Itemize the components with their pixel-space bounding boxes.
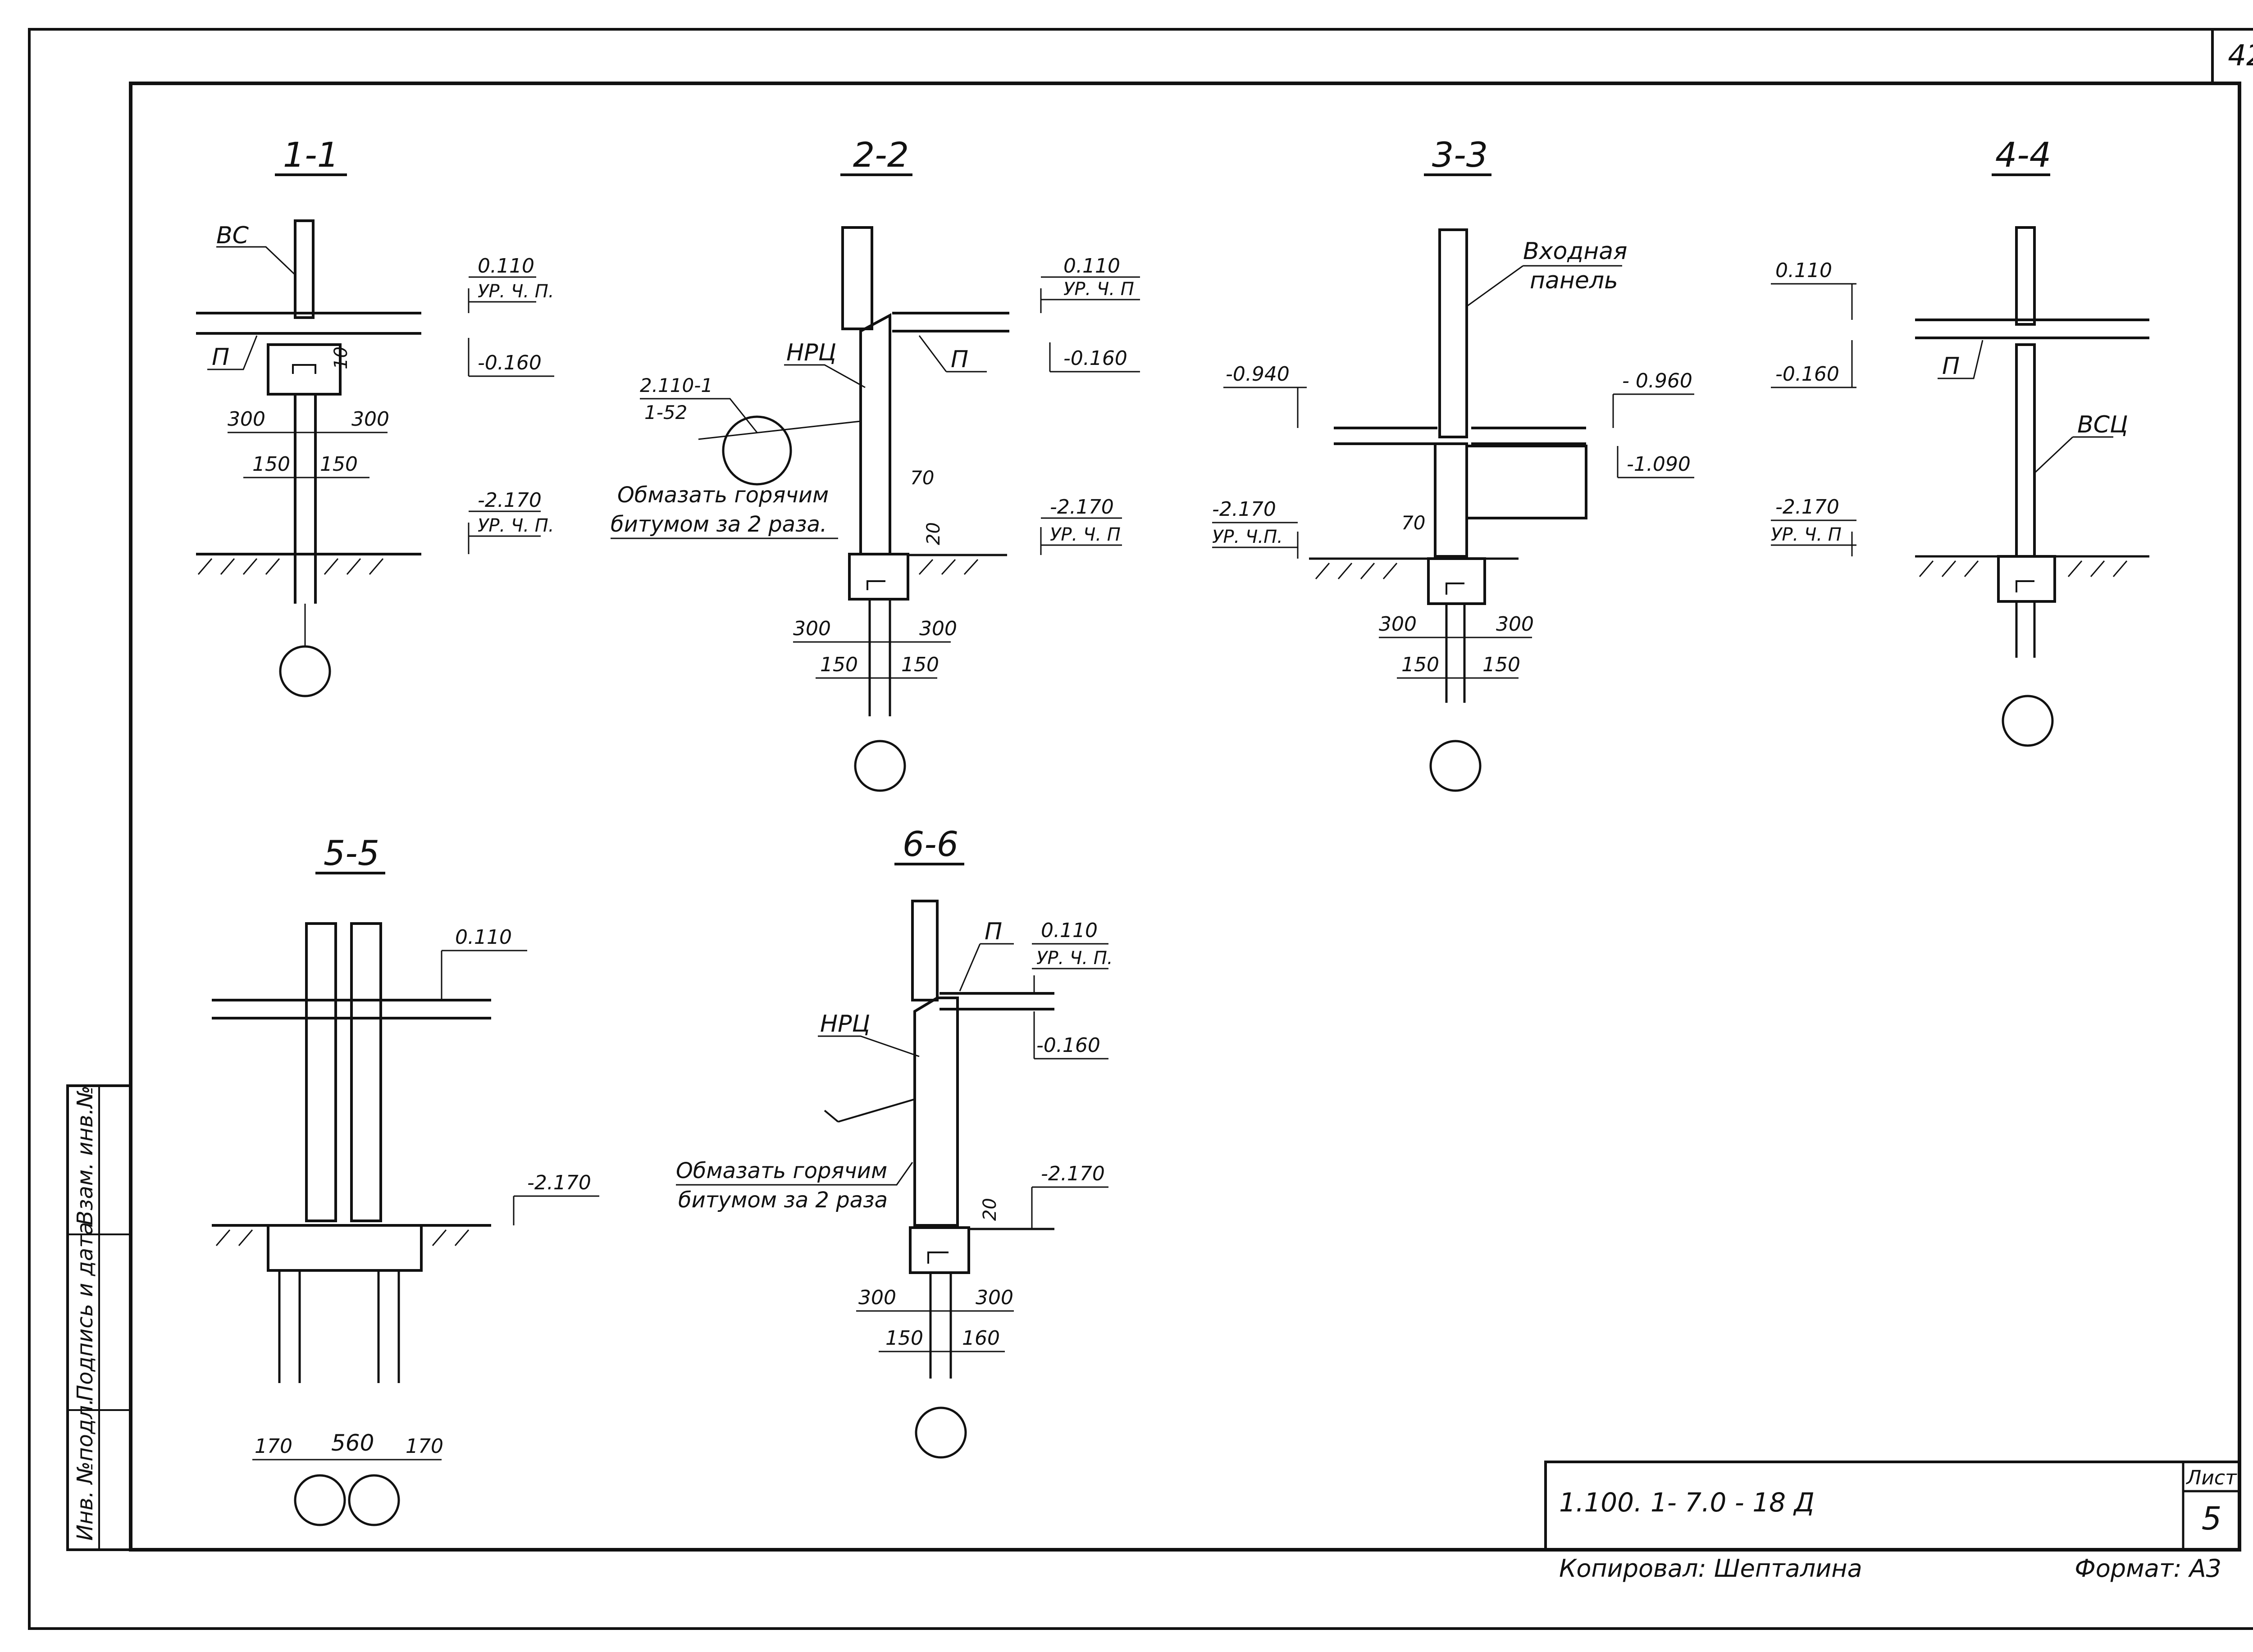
node-ref-top: 2.110-1 bbox=[640, 374, 713, 396]
outer-frame bbox=[28, 28, 2253, 1630]
dim-left-outer: 300 bbox=[793, 617, 831, 640]
label-element: ВС bbox=[216, 222, 249, 249]
label-slab: П bbox=[212, 344, 229, 371]
section-title: 6-6 bbox=[903, 824, 958, 864]
pile-marker bbox=[294, 1474, 346, 1526]
section-title: 4-4 bbox=[1995, 135, 2051, 175]
stamp-signature-date: Подпись и дата bbox=[73, 1222, 98, 1401]
note-line1: Обмазать горячим bbox=[676, 1158, 887, 1183]
dim-right-outer: 300 bbox=[976, 1286, 1013, 1309]
label-slab: П bbox=[985, 918, 1002, 945]
note-line2: битумом за 2 раза. bbox=[611, 512, 827, 537]
dim-left-inner: 150 bbox=[252, 453, 290, 476]
section-title: 3-3 bbox=[1432, 135, 1488, 175]
dim-right-inner: 150 bbox=[320, 453, 358, 476]
level-value: - 0.960 bbox=[1622, 369, 1692, 392]
level-note: УР. Ч. П. bbox=[478, 515, 554, 536]
level-value: 0.110 bbox=[455, 926, 512, 949]
title-block: 1.100. 1- 7.0 - 18 Д Лист 5 Копировал: Ш… bbox=[1544, 1461, 2241, 1583]
level-value: 0.110 bbox=[1063, 255, 1120, 278]
level-value: -1.090 bbox=[1627, 453, 1691, 476]
section-4-4: 4-4 П ВСЦ 0.110 -0.160 -2.170 УР. Ч. П bbox=[1771, 135, 2149, 747]
dim-left-inner: 150 bbox=[1401, 653, 1439, 676]
dim-left: 170 bbox=[255, 1435, 292, 1458]
stamp-replaced-inv: Взам. инв.№ bbox=[73, 1085, 98, 1225]
dim-right-inner: 150 bbox=[1482, 653, 1520, 676]
level-value: -2.170 bbox=[527, 1171, 591, 1194]
label-element: НРЦ bbox=[786, 339, 836, 366]
dim-left-outer: 300 bbox=[1379, 613, 1417, 636]
label-element-line2: панель bbox=[1530, 267, 1618, 294]
note-line2: битумом за 2 раза bbox=[678, 1188, 888, 1213]
label-slab: П bbox=[1942, 353, 1960, 380]
level-value: -0.160 bbox=[478, 351, 542, 374]
label-element: НРЦ bbox=[820, 1010, 870, 1038]
sheet-number: 5 bbox=[2202, 1500, 2222, 1537]
pile-marker bbox=[2002, 695, 2054, 747]
pile-marker bbox=[854, 740, 906, 792]
dim-right-outer: 300 bbox=[351, 408, 389, 431]
sheet-label: Лист bbox=[2185, 1466, 2237, 1489]
drawing-frame bbox=[129, 82, 2241, 1552]
level-note: УР. Ч. П. bbox=[478, 281, 554, 302]
dim-gap: 20 bbox=[923, 522, 944, 545]
dim-left-outer: 300 bbox=[228, 408, 265, 431]
note-line1: Обмазать горячим bbox=[617, 482, 829, 508]
level-value: -2.170 bbox=[1050, 496, 1114, 519]
page-number: 42 bbox=[2228, 39, 2253, 73]
dim-left-outer: 300 bbox=[858, 1286, 896, 1309]
level-value: 0.110 bbox=[1775, 259, 1832, 282]
section-1-1: 1-1 ВС П 0.110 УР. Ч. П. -0.160 -2.170 У… bbox=[196, 135, 554, 697]
level-value: -0.160 bbox=[1036, 1034, 1100, 1057]
dim-gap: 20 bbox=[980, 1198, 1000, 1221]
dim-left-inner: 150 bbox=[885, 1327, 923, 1350]
level-note: УР. Ч. П bbox=[1771, 524, 1842, 545]
node-reference-circle bbox=[722, 415, 792, 486]
dim-wall: 70 bbox=[1401, 512, 1425, 534]
level-value: 0.110 bbox=[1041, 919, 1098, 942]
dim-middle: 560 bbox=[331, 1430, 374, 1456]
section-title: 1-1 bbox=[283, 135, 339, 175]
level-value: -2.170 bbox=[478, 489, 542, 512]
level-value: 0.110 bbox=[478, 255, 534, 278]
level-value: -0.160 bbox=[1063, 347, 1127, 370]
dim-right: 170 bbox=[406, 1435, 443, 1458]
section-title: 2-2 bbox=[853, 135, 909, 175]
dim-wall: 70 bbox=[910, 467, 934, 489]
level-note: УР. Ч. П bbox=[1063, 279, 1134, 300]
pile-marker bbox=[279, 645, 331, 697]
dim-gap: 10 bbox=[331, 346, 351, 369]
pile-marker bbox=[348, 1474, 400, 1526]
dim-right-inner: 160 bbox=[962, 1327, 1000, 1350]
label-slab: П bbox=[951, 346, 968, 373]
level-value: -0.940 bbox=[1226, 363, 1290, 386]
dim-right-outer: 300 bbox=[919, 617, 957, 640]
copied-by: Копировал: Шепталина bbox=[1559, 1554, 1862, 1583]
level-value: -2.170 bbox=[1212, 498, 1276, 521]
pile-marker bbox=[1429, 740, 1482, 792]
stamp-inv-number: Инв. №подл. bbox=[73, 1398, 98, 1541]
pile-marker bbox=[915, 1406, 967, 1459]
level-value: -2.170 bbox=[1041, 1162, 1105, 1185]
level-value: -0.160 bbox=[1775, 363, 1839, 386]
level-note: УР. Ч.П. bbox=[1212, 527, 1283, 547]
section-title: 5-5 bbox=[324, 833, 379, 873]
dim-left-inner: 150 bbox=[820, 653, 858, 676]
side-stamp: Инв. №подл. Подпись и дата Взам. инв.№ bbox=[66, 1084, 132, 1551]
sheet-format: Формат: А3 bbox=[2075, 1554, 2221, 1583]
drawing-designation: 1.100. 1- 7.0 - 18 Д bbox=[1559, 1487, 1815, 1518]
section-6-6: 6-6 НРЦ П Обмазать горячим битумом за 2 … bbox=[676, 824, 1113, 1459]
label-element: ВСЦ bbox=[2077, 411, 2128, 438]
level-value: -2.170 bbox=[1775, 496, 1839, 519]
level-note: УР. Ч. П. bbox=[1036, 948, 1113, 969]
section-2-2: 2-2 НРЦ П 2.110-1 1-52 Обмазать горячим … bbox=[611, 135, 1140, 792]
dim-right-outer: 300 bbox=[1496, 613, 1534, 636]
section-5-5: 5-5 0.110 -2.170 170 560 170 bbox=[212, 833, 599, 1526]
label-element-line1: Входная bbox=[1523, 238, 1627, 265]
dim-right-inner: 150 bbox=[901, 653, 939, 676]
section-3-3: 3-3 Входная панель -0.940 - 0.960 -1.090… bbox=[1212, 135, 1694, 792]
node-ref-bottom: 1-52 bbox=[644, 401, 687, 423]
level-note: УР. Ч. П bbox=[1050, 524, 1121, 545]
